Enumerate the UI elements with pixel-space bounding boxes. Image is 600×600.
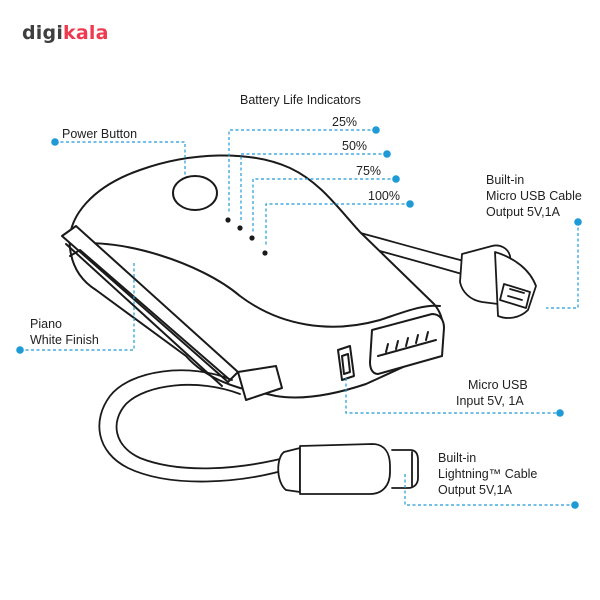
finish-label-line1: Piano — [30, 317, 62, 331]
leader-lines — [20, 129, 579, 506]
led-75 — [249, 235, 255, 241]
lightning-label-line1: Built-in — [438, 451, 477, 465]
battery-indicators-title: Battery Life Indicators — [240, 93, 361, 107]
leader-usb-cable — [546, 222, 579, 309]
micro-usb-label-line1: Micro USB — [468, 378, 528, 392]
usb-cable-label-line3: Output 5V,1A — [486, 205, 560, 219]
power-button-label: Power Button — [62, 127, 138, 141]
finish-label-line2: White Finish — [30, 333, 99, 347]
usb-cable-label-line1: Built-in — [486, 173, 525, 187]
lightning-label-line3: Output 5V,1A — [438, 483, 512, 497]
label-75-percent: 75% — [356, 164, 382, 178]
led-50 — [237, 225, 243, 231]
micro-usb-cable — [317, 221, 537, 319]
led-25 — [225, 217, 231, 223]
label-100-percent: 100% — [368, 189, 400, 203]
leader-50 — [240, 153, 387, 222]
led-100 — [262, 250, 268, 256]
label-25-percent: 25% — [332, 115, 358, 129]
label-50-percent: 50% — [342, 139, 368, 153]
power-button-shape — [172, 175, 218, 211]
lightning-cable — [98, 369, 419, 495]
leader-lightning — [404, 474, 575, 506]
leader-75 — [252, 178, 396, 232]
usb-cable-label-line2: Micro USB Cable — [486, 189, 582, 203]
micro-usb-label-line2: Input 5V, 1A — [456, 394, 524, 408]
leader-100 — [265, 203, 410, 247]
digikala-logo: digikala — [22, 22, 109, 44]
lightning-label-line2: Lightning™ Cable — [438, 467, 538, 481]
power-bank-body — [61, 154, 445, 401]
leader-finish — [20, 262, 135, 351]
leader-endpoints — [16, 126, 582, 509]
leader-micro-input — [345, 378, 560, 414]
battery-led-dots — [225, 217, 268, 256]
